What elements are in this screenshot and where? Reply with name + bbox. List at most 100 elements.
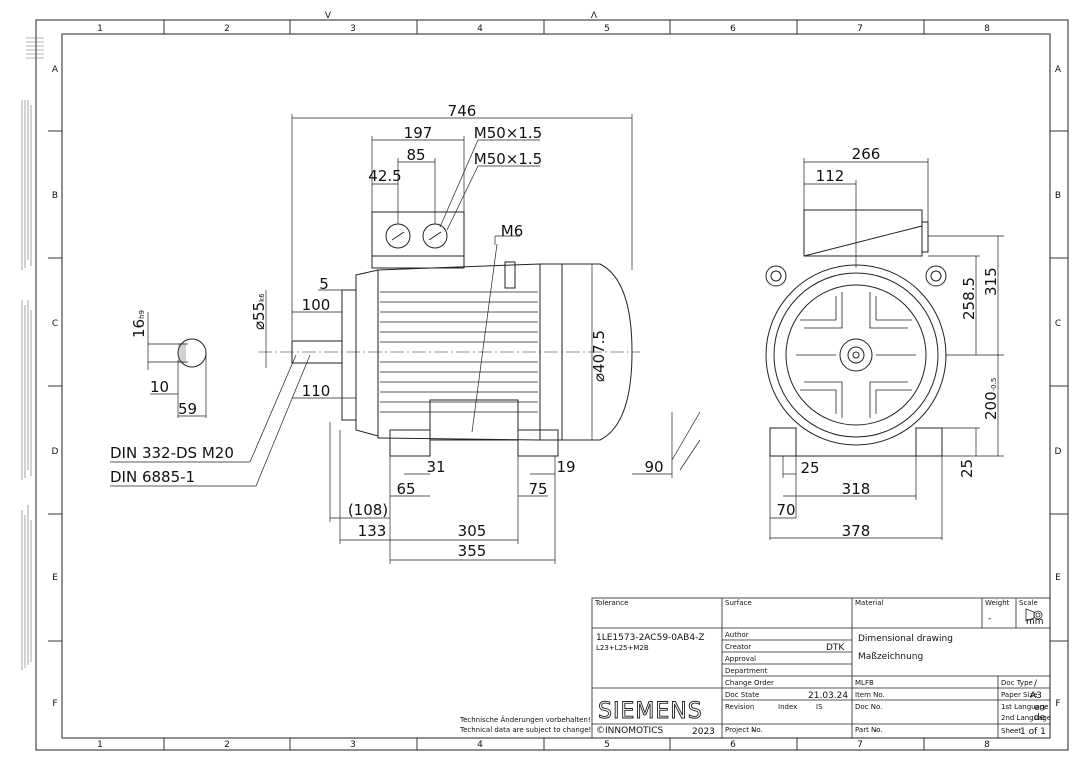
title-block-frame (591, 597, 1051, 739)
zone-col-4-top: 4 (477, 24, 483, 34)
dim-355: 355 (458, 542, 487, 560)
outer-border (35, 19, 1069, 751)
tb-label-doc-type: Doc Type (1001, 679, 1033, 687)
tb-label-item-no: Item No. (855, 691, 885, 699)
housing-outline (765, 264, 947, 446)
dim-foot-31: 31 (426, 458, 445, 476)
zone-col-7-top: 7 (857, 24, 863, 34)
dim-side-315: 315 (982, 267, 1000, 296)
dim-shaft-step: 5 (319, 275, 329, 293)
brand-logo: SIEMENS (598, 699, 703, 724)
zone-row-d-right: D (1055, 447, 1062, 457)
tb-label-lang2: 2nd Language (1001, 714, 1051, 722)
foot-left (389, 429, 431, 457)
zone-row-b-left: B (52, 191, 58, 201)
dim-shaft-diameter: ⌀55k6 (250, 293, 268, 330)
tb-label-mlfb: MLFB (855, 679, 874, 687)
zone-col-6-top: 6 (730, 24, 736, 34)
tb-label-surface: Surface (725, 599, 752, 607)
foot-right (517, 429, 559, 457)
tb-part-value: - (874, 726, 877, 736)
zone-row-c-right: C (1055, 319, 1061, 329)
dim-shaft-length: 100 (302, 296, 331, 314)
tb-sheet-value: 1 of 1 (1020, 727, 1046, 737)
projection-symbol-icon (1025, 608, 1043, 622)
tb-label-lang1: 1st Language (1001, 703, 1049, 711)
dim-side-258-5: 258.5 (960, 277, 978, 320)
tb-label-tolerance: Tolerance (594, 599, 628, 607)
standard-din-6885: DIN 6885-1 (110, 468, 195, 486)
margin-legal-notes (21, 37, 44, 670)
dim-terminal-gland-offset: 42.5 (368, 167, 401, 185)
inner-border (61, 33, 1051, 739)
tb-label-paper-size: Paper Size (1001, 691, 1037, 699)
tb-label-author: Author (725, 631, 749, 639)
zone-col-3-top: 3 (350, 24, 356, 34)
dim-305: 305 (458, 522, 487, 540)
key-section (147, 312, 207, 418)
tb-label-change-order: Change Order (725, 679, 774, 687)
tb-lang1-value: en (1034, 703, 1045, 713)
dim-terminal-box-width: 197 (404, 124, 433, 142)
tb-label-doc-no: Doc No. (855, 703, 882, 711)
dim-shaft-shoulder: 110 (302, 382, 331, 400)
tb-date: 21.03.24 (808, 691, 848, 701)
side-dimension-lines (769, 158, 1004, 540)
dim-clearance-90: 90 (644, 458, 663, 476)
tb-title-en: Dimensional drawing (858, 634, 953, 644)
zone-col-1-top: 1 (97, 24, 103, 34)
tb-label-creator: Creator (725, 643, 751, 651)
thread-label-2: M50×1.5 (474, 150, 542, 168)
tb-label-index: Index (778, 703, 797, 711)
tb-label-scale: Scale (1019, 599, 1038, 607)
tb-title-de: Maßzeichnung (858, 652, 923, 662)
key-depth: 10 (150, 378, 169, 396)
center-mark-a: Λ (591, 11, 598, 21)
dim-foot-65: 65 (396, 480, 415, 498)
zone-row-b-right: B (1055, 191, 1061, 201)
partner-logo: ©INNOMOTICS (596, 726, 663, 736)
zone-col-1-bottom: 1 (97, 740, 103, 750)
tb-year: 2023 (692, 727, 715, 737)
tb-weight-value: - (988, 614, 991, 624)
tb-paper-value: A3 (1030, 691, 1042, 701)
standard-leaders (110, 354, 311, 487)
side-terminal-box (803, 209, 923, 257)
zone-col-2-top: 2 (224, 24, 230, 34)
zone-ticks (48, 20, 1068, 750)
zone-row-e-right: E (1055, 573, 1061, 583)
tb-label-sheet: Sheet (1001, 727, 1021, 735)
standard-din-332: DIN 332-DS M20 (110, 444, 234, 462)
tb-label-material: Material (855, 599, 883, 607)
thread-label-m6: M6 (501, 222, 524, 240)
zone-row-a-left: A (52, 65, 59, 75)
tb-doc-type-value: / (1034, 679, 1038, 689)
tb-label-revision: Revision (725, 703, 754, 711)
dim-side-266: 266 (852, 145, 881, 163)
thread-label-1: M50×1.5 (474, 124, 542, 142)
dim-side-318: 318 (842, 480, 871, 498)
zone-row-f-right: F (1055, 699, 1060, 709)
tb-label-approval: Approval (725, 655, 756, 663)
changes-note-en: Technical data are subject to change! (459, 726, 591, 734)
dim-terminal-gland-pitch: 85 (406, 146, 425, 164)
zone-col-3-bottom: 3 (350, 740, 356, 750)
dim-housing-diameter: ⌀407.5 (590, 330, 608, 382)
dim-133: 133 (358, 522, 387, 540)
zone-row-a-right: A (1055, 65, 1062, 75)
tb-project-value: - (752, 726, 755, 736)
zone-col-6-bottom: 6 (730, 740, 736, 750)
side-foot-left (769, 427, 797, 457)
dim-side-25-h: 25 (958, 459, 976, 478)
tb-label-department: Department (725, 667, 768, 675)
zone-col-8-top: 8 (984, 24, 990, 34)
zone-row-d-left: D (52, 447, 59, 457)
tb-label-part-no: Part No. (855, 726, 883, 734)
motor-front-view (258, 211, 640, 457)
center-mark-v: V (325, 11, 332, 21)
dim-108: (108) (348, 501, 388, 519)
zone-row-c-left: C (52, 319, 58, 329)
zone-row-e-left: E (52, 573, 58, 583)
dim-shaft-height: 200-0.5 (982, 378, 1000, 420)
